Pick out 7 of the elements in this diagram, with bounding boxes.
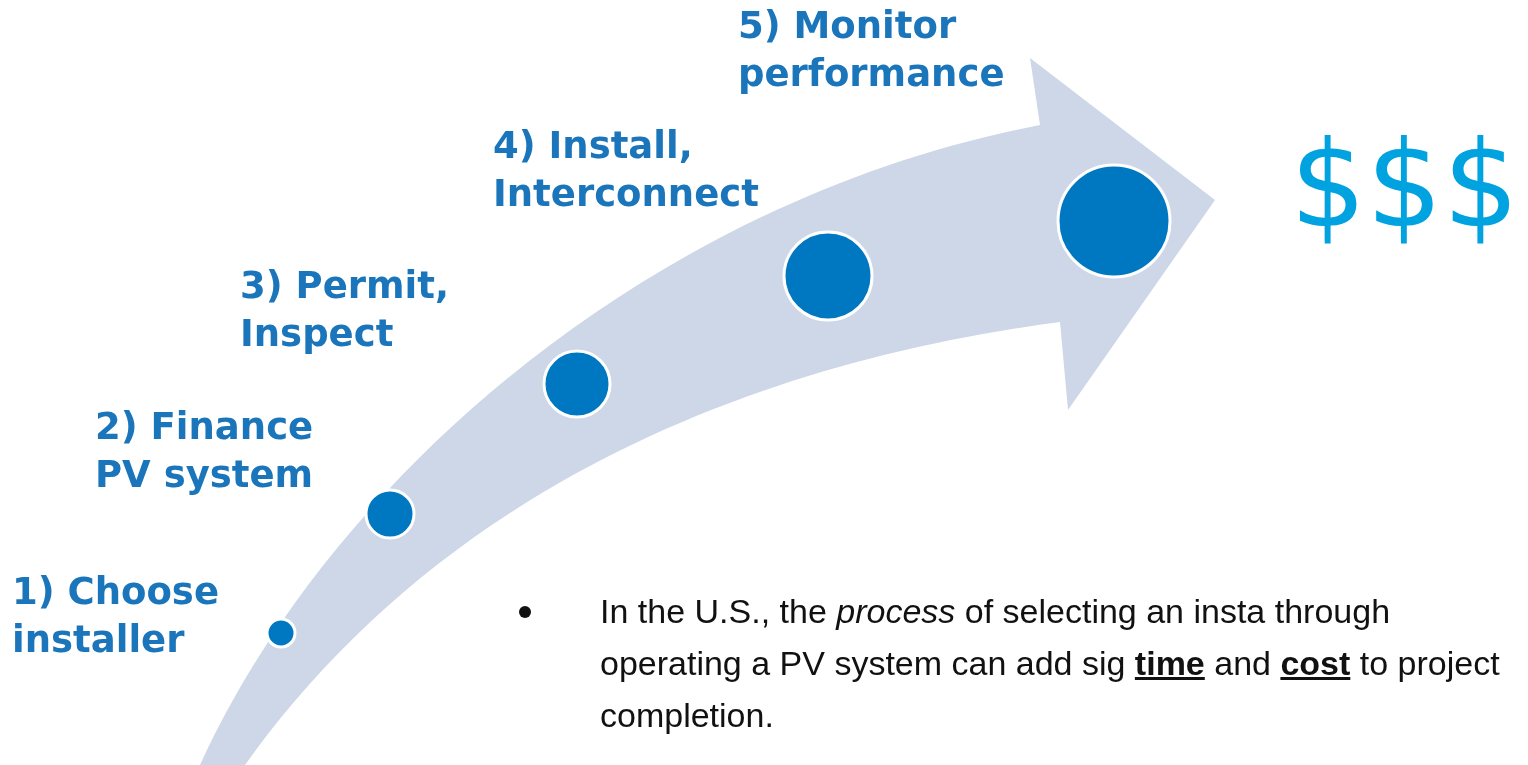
dollar-signs: $$$ [1290, 114, 1520, 256]
step-label: 4) Install, Interconnect [493, 123, 760, 217]
step-label: 2) Finance PV system [95, 404, 315, 498]
step-label: 1) Choose installer [12, 569, 220, 663]
bullet-text: In the U.S., the process of selecting an insta through operating a PV system can add sig time and cost to project completion. [600, 591, 1500, 736]
step-label: 5) Monitor performance [738, 3, 1006, 97]
step-label: 3) Permit, Inspect [240, 263, 450, 357]
